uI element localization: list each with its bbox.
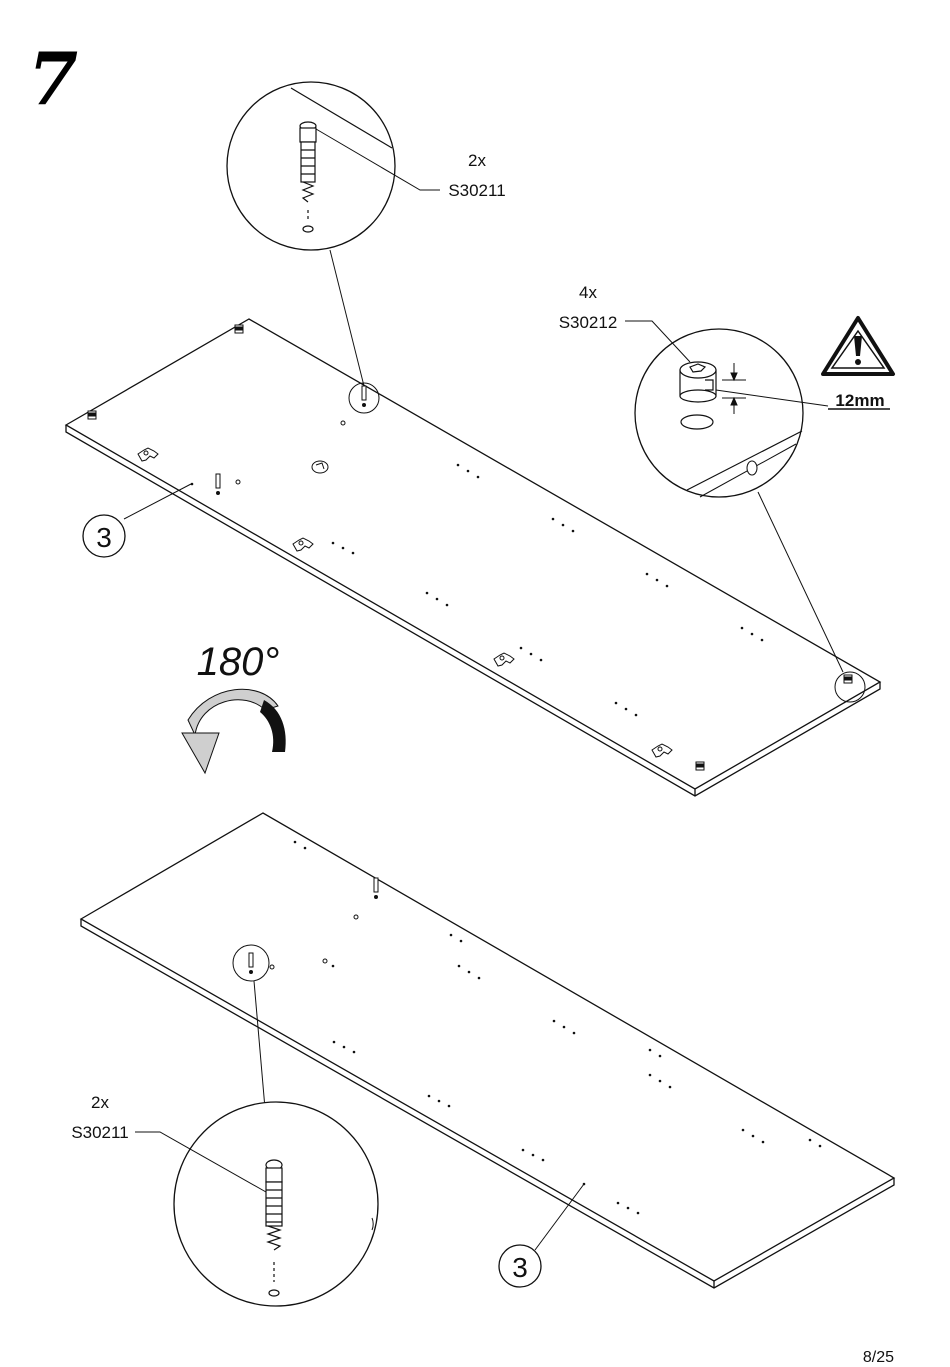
- top-screw-code: S30211: [448, 181, 505, 200]
- top-screw-qty: 2x: [468, 151, 486, 170]
- warning-triangle-icon: [823, 318, 893, 374]
- cam-fitting: [88, 411, 96, 419]
- svg-text:3: 3: [512, 1252, 528, 1283]
- rotation-label: 180°: [197, 640, 280, 684]
- cam-lock: [312, 461, 328, 473]
- cam-dimension: 12mm: [835, 391, 884, 410]
- bottom-screw-code: S30211: [71, 1123, 128, 1142]
- rotate-arrow-icon: [182, 689, 286, 773]
- svg-text:3: 3: [96, 522, 112, 553]
- cam-qty: 4x: [579, 283, 597, 302]
- bottom-screw-qty: 2x: [91, 1093, 109, 1112]
- cam-fitting-icon: [680, 362, 716, 429]
- page-number: 8/25: [863, 1349, 894, 1367]
- cam-fitting: [844, 675, 852, 683]
- cam-fitting: [235, 325, 243, 333]
- cam-code: S30212: [559, 313, 618, 332]
- cam-fitting: [696, 762, 704, 770]
- step-number: 7: [28, 36, 78, 121]
